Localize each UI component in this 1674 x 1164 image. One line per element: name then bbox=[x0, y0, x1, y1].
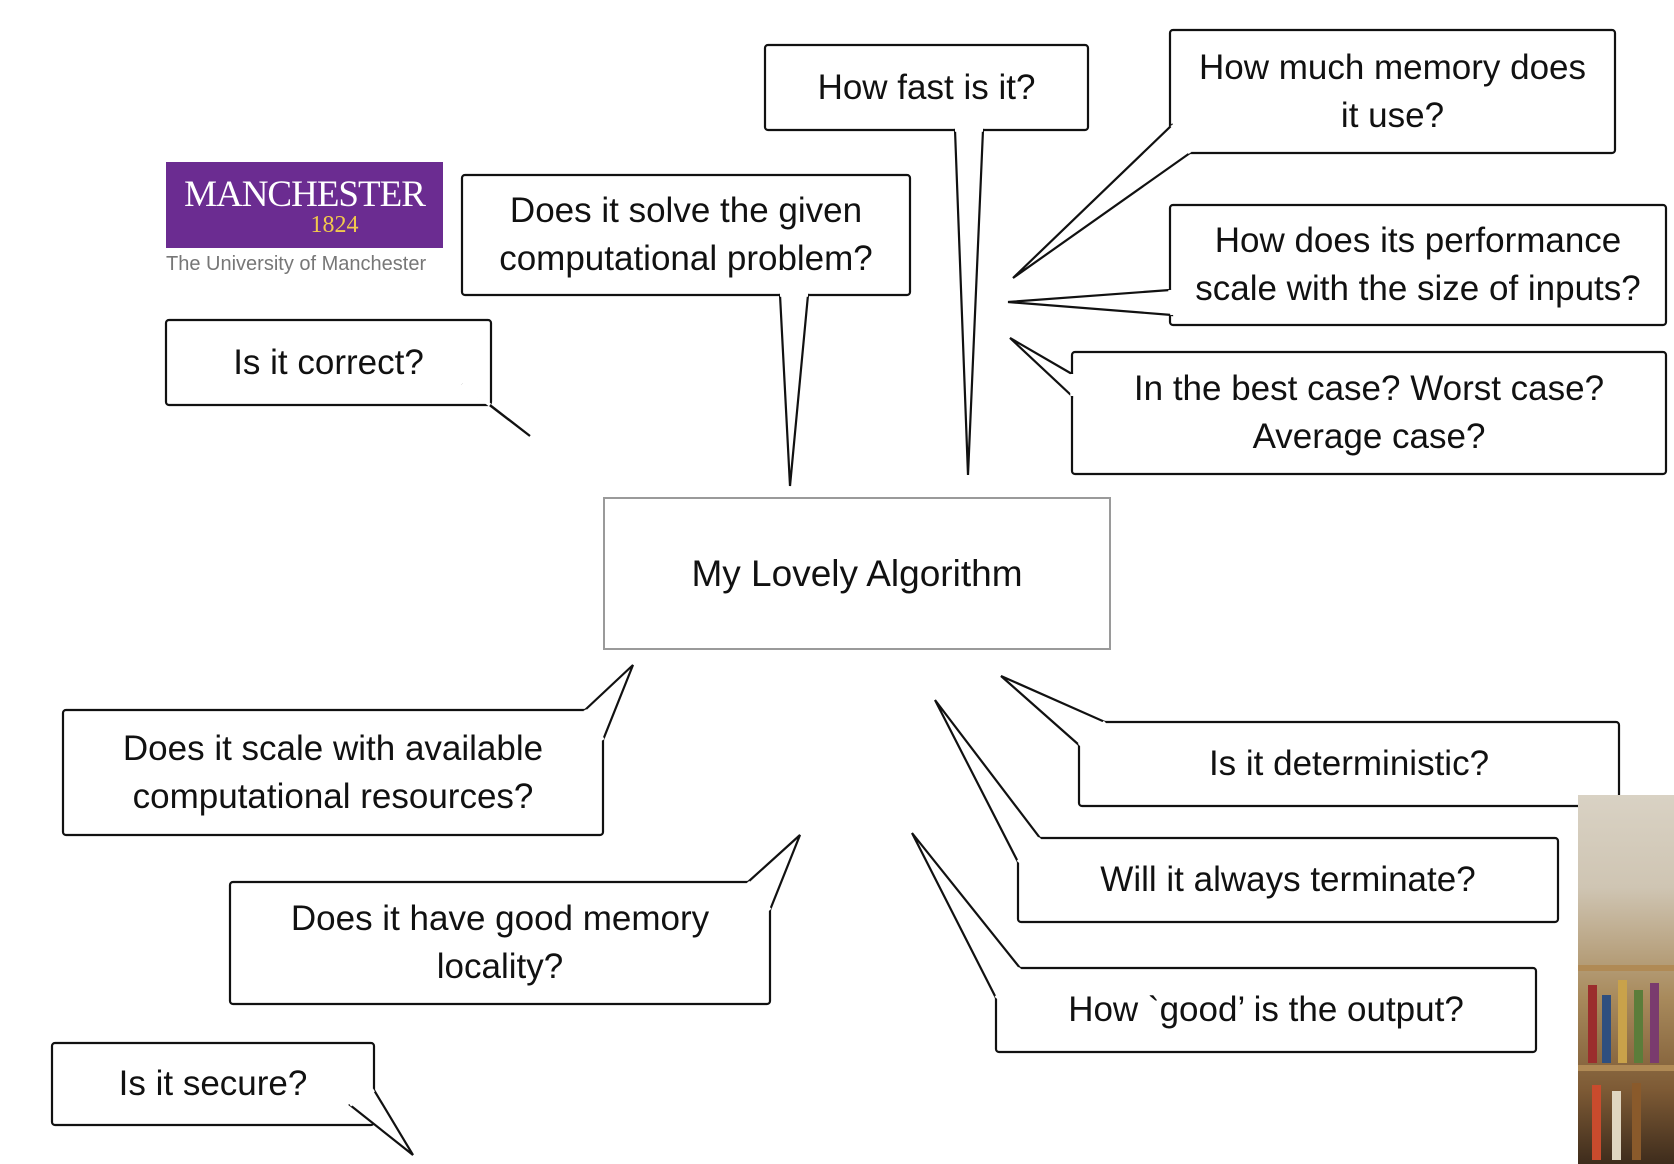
callout-text-deterministic: Is it deterministic? bbox=[1208, 744, 1490, 783]
center-node-label: My Lovely Algorithm bbox=[691, 552, 1023, 594]
callout-text-memory-locality: Does it have good memory locality? bbox=[290, 899, 710, 986]
callout-box bbox=[994, 966, 1538, 1054]
callout-pointer-seam bbox=[1168, 289, 1174, 316]
callout-text-performance-scale: How does its performance scale with the … bbox=[1195, 221, 1641, 308]
callout-pointer-seam bbox=[1016, 836, 1042, 864]
callout-how-fast bbox=[763, 43, 1090, 476]
callout-pointer bbox=[1007, 288, 1174, 317]
callout-pointer bbox=[1009, 337, 1074, 399]
callout-text-terminate: Will it always terminate? bbox=[1100, 860, 1476, 899]
callout-scale-resources bbox=[61, 664, 635, 837]
callout-box bbox=[164, 318, 493, 407]
logo-year: 1824 bbox=[310, 212, 359, 238]
callout-box bbox=[50, 1041, 376, 1127]
callout-pointer-seam bbox=[1170, 124, 1192, 154]
callout-text-solves-problem: Does it solve the given computational pr… bbox=[499, 191, 873, 278]
callout-pointer-seam bbox=[746, 880, 772, 912]
callout-solves-problem bbox=[460, 173, 912, 487]
callout-box bbox=[763, 43, 1090, 132]
callout-text-how-fast: How fast is it? bbox=[817, 67, 1036, 107]
callout-pointer-seam bbox=[583, 709, 605, 741]
callout-memory-use bbox=[1012, 28, 1617, 279]
callout-memory-locality bbox=[228, 834, 802, 1006]
callout-box bbox=[61, 708, 605, 837]
callout-pointer-seam bbox=[1077, 720, 1107, 747]
callout-text-scale-resources: Does it scale with available computation… bbox=[122, 728, 544, 816]
callout-pointer bbox=[778, 293, 810, 487]
callout-pointer bbox=[953, 128, 985, 476]
callout-pointer-seam bbox=[460, 382, 492, 407]
logo-caption: The University of Manchester bbox=[166, 253, 427, 275]
callout-case-analysis bbox=[1009, 337, 1668, 476]
logo-name: MANCHESTER bbox=[184, 174, 426, 215]
callout-terminate bbox=[934, 699, 1560, 924]
center-node: My Lovely Algorithm bbox=[603, 497, 1111, 650]
callout-text-is-it-correct: Is it correct? bbox=[233, 342, 424, 382]
callout-pointer bbox=[1012, 123, 1192, 279]
callout-deterministic bbox=[1000, 674, 1621, 808]
callout-text-case-analysis: In the best case? Worst case? Average ca… bbox=[1133, 369, 1605, 456]
callout-pointer-seam bbox=[349, 1088, 375, 1107]
callout-is-it-correct bbox=[164, 318, 531, 437]
callout-text-secure: Is it secure? bbox=[118, 1064, 308, 1103]
callout-box bbox=[1016, 836, 1560, 924]
callout-box bbox=[228, 880, 772, 1006]
callout-box bbox=[1168, 203, 1668, 327]
callout-output-quality bbox=[911, 832, 1538, 1054]
callout-text-output-quality: How `good’ is the output? bbox=[1068, 990, 1464, 1029]
presenter-video-thumbnail[interactable] bbox=[1578, 795, 1674, 1164]
callout-performance-scale bbox=[1007, 203, 1668, 327]
callout-box bbox=[1077, 720, 1621, 808]
callout-secure bbox=[50, 1041, 414, 1156]
callout-pointer-seam bbox=[994, 966, 1022, 1000]
callout-box bbox=[1070, 350, 1668, 476]
university-logo: MANCHESTER 1824 bbox=[166, 162, 443, 248]
callout-box bbox=[460, 173, 912, 297]
callout-box bbox=[1168, 28, 1617, 155]
callout-text-memory-use: How much memory does it use? bbox=[1198, 47, 1587, 135]
